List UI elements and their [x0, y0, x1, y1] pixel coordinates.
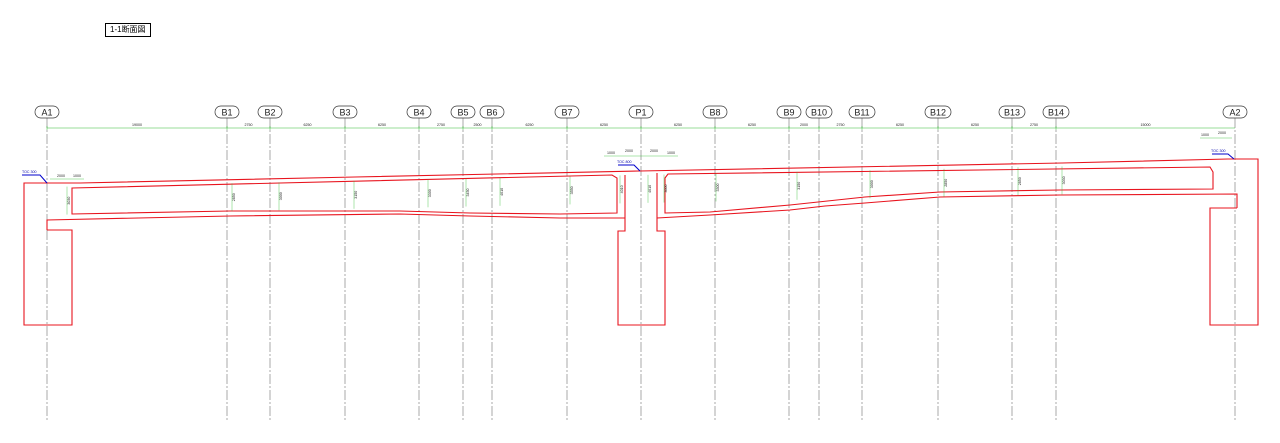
axis-label-b1: B1: [221, 108, 232, 118]
deck-bottom-left: [46, 213, 625, 230]
axis-label-b10: B10: [811, 108, 827, 118]
span-dimension-14: 6250: [971, 123, 979, 127]
axis-label-b7: B7: [561, 108, 572, 118]
axis-bubble-b13: B13: [998, 105, 1026, 119]
span-dimension-4: 6250: [378, 123, 386, 127]
p1-dim-2: 2000: [625, 149, 633, 153]
depth-dim-5: 3300: [428, 189, 432, 197]
span-dimension-10: 6250: [748, 123, 756, 127]
axis-bubbles: A1 B1 B2 B3 B4 B5 B6 B7 P1 B8 B9 B10 B11 B12 B13 B14 A2: [34, 105, 1248, 119]
elevation-label-p1: TOC 800: [617, 160, 632, 164]
a1-dim-2: 1000: [73, 174, 81, 178]
axis-bubble-b11: B11: [848, 105, 876, 119]
axis-bubble-b1: B1: [214, 105, 240, 119]
axis-label-b2: B2: [264, 108, 275, 118]
axis-bubble-b7: B7: [554, 105, 580, 119]
axis-bubble-b10: B10: [805, 105, 833, 119]
span-dimension-16: 15000: [1141, 123, 1151, 127]
a2-dim-2: 2000: [1218, 131, 1226, 135]
axis-label-b11: B11: [854, 108, 869, 118]
p1-dim-3: 2000: [650, 149, 658, 153]
span-dimension-15: 2750: [1030, 123, 1038, 127]
axis-bubble-a2: A2: [1222, 105, 1248, 119]
depth-dim-3: 3000: [279, 192, 283, 200]
depth-dim-8: 3550: [570, 186, 574, 194]
grid-lines: [46, 118, 1236, 420]
deck-top-left: [47, 170, 641, 184]
axis-bubble-b6: B6: [479, 105, 505, 119]
span-dimension-8: 6250: [600, 123, 608, 127]
axis-label-b14: B14: [1048, 108, 1064, 118]
axis-bubble-b2: B2: [257, 105, 283, 119]
depth-dim-2: 2850: [232, 193, 236, 201]
p1-dim-4: 1000: [667, 151, 675, 155]
axis-label-a2: A2: [1229, 108, 1240, 118]
span-dimension-7: 6250: [526, 123, 534, 127]
elevation-label-a1: TOC 300: [22, 170, 37, 174]
axis-bubble-b12: B12: [924, 105, 952, 119]
axis-bubble-b5: B5: [450, 105, 476, 119]
span-dimension-1: 19000: [132, 123, 142, 127]
axis-bubble-b3: B3: [332, 105, 358, 119]
depth-dim-4: 3150: [354, 191, 358, 199]
depth-dim-16: 2850: [1018, 177, 1022, 185]
depth-dim-12: 3300: [716, 183, 720, 191]
local-dimensions: [50, 137, 1232, 180]
depth-dim-15: 2850: [944, 179, 948, 187]
axis-label-b13: B13: [1004, 108, 1020, 118]
void-right: [664, 166, 1214, 214]
depth-dim-9: 4010: [620, 185, 624, 193]
deck-top-right: [639, 158, 1229, 172]
elevation-markers: [22, 153, 1235, 184]
span-dimension-9: 6250: [674, 123, 682, 127]
vertical-depth-dimensions: 3030 2850 3000 3150 3300 3450 4010 3550 4010 4010…: [66, 166, 1066, 215]
axis-bubble-b14: B14: [1042, 105, 1070, 119]
axis-bubble-b4: B4: [406, 105, 432, 119]
span-dimension-labels: 19000 2750 6250 6250 2750 2500 6250 6250 6250 625…: [46, 123, 1151, 130]
depth-dim-10: 4010: [648, 185, 652, 193]
a2-dim-1: 1000: [1201, 133, 1209, 137]
span-dimension-11: 2000: [800, 123, 808, 127]
axis-bubble-b8: B8: [702, 105, 728, 119]
axis-label-b4: B4: [413, 108, 424, 118]
axis-label-b3: B3: [339, 108, 350, 118]
depth-dim-7: 4010: [500, 188, 504, 196]
axis-label-b9: B9: [783, 108, 794, 118]
span-dimension-6: 2500: [474, 123, 482, 127]
abutment-a2: [1209, 158, 1259, 326]
axis-bubble-p1: P1: [628, 105, 654, 119]
depth-dim-13: 3150: [797, 182, 801, 190]
axis-label-p1: P1: [635, 108, 646, 118]
span-dimension-3: 6250: [304, 123, 312, 127]
depth-dim-6: 3450: [466, 189, 470, 197]
elevation-label-a2: TOC 300: [1211, 149, 1226, 153]
p1-dim-1: 1000: [607, 151, 615, 155]
span-dimension-13: 6250: [896, 123, 904, 127]
drawing-title: 1-1断面図: [105, 23, 151, 37]
axis-bubble-a1: A1: [34, 105, 60, 119]
pier-p1: [617, 218, 666, 326]
axis-label-b12: B12: [930, 108, 946, 118]
span-dimension-5: 2750: [437, 123, 445, 127]
a1-dim-1: 2000: [57, 174, 65, 178]
structure-outline: [23, 158, 1259, 326]
axis-label-b8: B8: [709, 108, 720, 118]
depth-dim-14: 3000: [870, 180, 874, 188]
axis-bubble-b9: B9: [776, 105, 802, 119]
depth-dim-11: 3600: [664, 185, 668, 193]
axis-label-b5: B5: [457, 108, 468, 118]
axis-label-a1: A1: [41, 108, 52, 118]
depth-dim-17: 3030: [1062, 176, 1066, 184]
axis-label-b6: B6: [486, 108, 497, 118]
span-dimension-2: 2750: [245, 123, 253, 127]
void-left: [71, 174, 618, 215]
span-dimension-12: 2750: [837, 123, 845, 127]
depth-dim-1: 3030: [67, 197, 71, 205]
deck-bottom-right: [656, 193, 1238, 219]
abutment-a1: [23, 182, 73, 326]
